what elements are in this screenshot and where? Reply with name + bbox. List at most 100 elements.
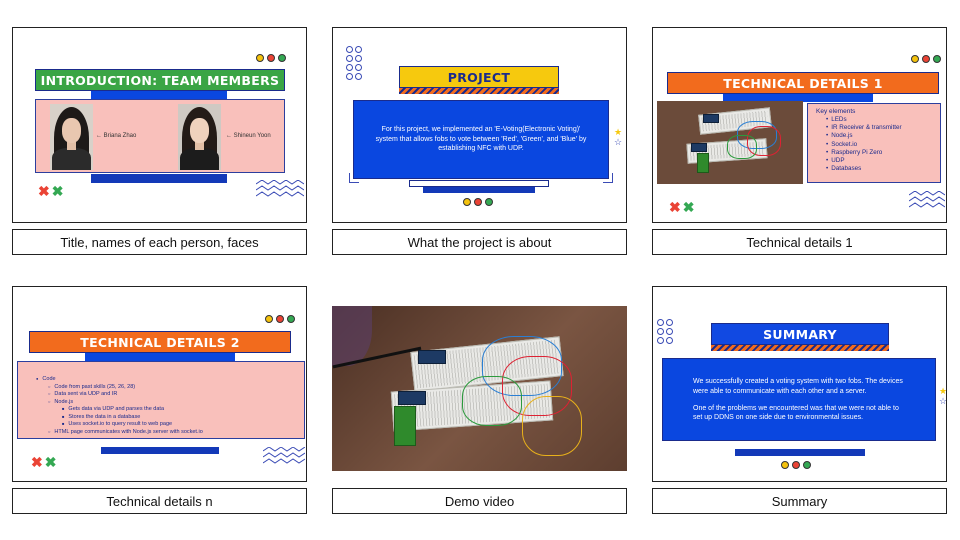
star-icon: ★ (939, 386, 947, 396)
project-text: For this project, we implemented an 'E-V… (375, 125, 587, 153)
floor-shadow (332, 306, 372, 366)
zigzag-decoration (909, 191, 945, 208)
bracket-decoration (603, 173, 613, 183)
slide-thumbnail-tech2[interactable]: TECHNICAL DETAILS 2 Code Code from past … (12, 286, 307, 482)
code-panel: Code Code from past skills (25, 26, 28) … (17, 361, 305, 439)
box-footer-bar (423, 187, 535, 193)
yellow-dot (911, 55, 919, 63)
star-icon: ★ (614, 127, 623, 137)
traffic-dots (256, 54, 286, 62)
code-list: Code Code from past skills (25, 26, 28) … (18, 376, 203, 437)
list-item: Raspberry Pi Zero (826, 149, 932, 157)
yellow-dot (256, 54, 264, 62)
slide-thumbnail-tech1[interactable]: TECHNICAL DETAILS 1 Key elements LEDs IR… (652, 27, 947, 223)
x-icon: ✖ (51, 183, 64, 199)
bracket-decoration (349, 173, 359, 183)
members-panel: ← Briana Zhao ← Shineun Yoon (35, 99, 285, 173)
slide-thumbnail-demo[interactable] (332, 306, 627, 471)
banner-stripe (711, 345, 889, 351)
box-footer-bar (735, 449, 865, 456)
list-item: Socket.io (826, 141, 932, 149)
red-dot (792, 461, 800, 469)
slide-banner: TECHNICAL DETAILS 1 (667, 72, 939, 94)
star-icon: ☆ (614, 137, 623, 147)
key-elements-list: LEDs IR Receiver & transmitter Node.js S… (816, 116, 932, 173)
list-item: Code from past skills (25, 26, 28) (18, 384, 203, 392)
slide-thumbnail-intro[interactable]: INTRODUCTION: TEAM MEMBERS ← Briana Zhao… (12, 27, 307, 223)
x-icon: ✖ (38, 183, 50, 199)
circles-decoration (346, 46, 362, 80)
green-dot (933, 55, 941, 63)
banner-underbar (91, 91, 227, 99)
circuit-photo (657, 101, 803, 184)
circles-decoration (657, 319, 673, 344)
slide-caption: Technical details n (12, 488, 307, 514)
x-icon: ✖ (669, 199, 681, 215)
list-item: HTML page communicates with Node.js serv… (18, 429, 202, 437)
yellow-dot (265, 315, 273, 323)
traffic-dots (911, 55, 941, 63)
box-footer-bar (409, 180, 549, 187)
x-icons: ✖✖ (38, 184, 63, 198)
member-photo (178, 104, 221, 170)
slide-caption: What the project is about (332, 229, 627, 255)
x-icons: ✖✖ (669, 200, 694, 214)
yellow-dot (463, 198, 471, 206)
list-item: Node.js (826, 132, 932, 140)
list-item: Data sent via UDP and IR (18, 391, 203, 399)
banner-underbar (85, 353, 235, 361)
green-dot (278, 54, 286, 62)
yellow-dot (781, 461, 789, 469)
list-item: Uses socket.io to query result to web pa… (18, 421, 203, 429)
traffic-dots (781, 461, 811, 469)
list-item: Stores the data in a database (18, 414, 203, 422)
list-item: Databases (826, 165, 932, 173)
green-dot (287, 315, 295, 323)
slide-thumbnail-summary[interactable]: SUMMARY We successfully created a voting… (652, 286, 947, 482)
slide-caption: Technical details 1 (652, 229, 947, 255)
traffic-dots (463, 198, 493, 206)
slide-caption: Demo video (332, 488, 627, 514)
zigzag-decoration (263, 447, 305, 464)
slide-banner: INTRODUCTION: TEAM MEMBERS (35, 69, 285, 91)
list-item: IR Receiver & transmitter (826, 124, 932, 132)
panel-footer-bar (101, 447, 219, 454)
member-photo (50, 104, 93, 170)
summary-paragraph: We successfully created a voting system … (693, 378, 903, 395)
list-item: LEDs (826, 116, 932, 124)
zigzag-decoration (256, 180, 304, 197)
slide-caption: Title, names of each person, faces (12, 229, 307, 255)
green-dot (485, 198, 493, 206)
list-item: UDP (826, 157, 932, 165)
traffic-dots (265, 315, 295, 323)
red-dot (276, 315, 284, 323)
summary-box: We successfully created a voting system … (662, 358, 936, 441)
key-elements-heading: Key elements (816, 108, 856, 115)
slide-thumbnail-project[interactable]: PROJECT For this project, we implemented… (332, 27, 627, 223)
summary-paragraph: One of the problems we encountered was t… (693, 404, 899, 422)
list-item: Node.js (18, 399, 203, 407)
x-icons: ✖✖ (31, 455, 56, 469)
list-item: Gets data via UDP and parses the data (18, 406, 203, 414)
red-dot (267, 54, 275, 62)
green-dot (803, 461, 811, 469)
slide-banner: TECHNICAL DETAILS 2 (29, 331, 291, 353)
banner-stripe (399, 88, 559, 94)
list-item: Code (18, 376, 203, 384)
banner-underbar (723, 94, 873, 102)
demo-video-frame[interactable] (332, 306, 627, 471)
slide-banner: PROJECT (399, 66, 559, 88)
x-icon: ✖ (682, 199, 695, 215)
project-description: For this project, we implemented an 'E-V… (353, 100, 609, 179)
red-dot (922, 55, 930, 63)
x-icon: ✖ (44, 454, 57, 470)
slide-banner: SUMMARY (711, 323, 889, 345)
slide-caption: Summary (652, 488, 947, 514)
x-icon: ✖ (31, 454, 43, 470)
member-name: ← Shineun Yoon (226, 133, 271, 139)
red-dot (474, 198, 482, 206)
key-elements-panel: Key elements LEDs IR Receiver & transmit… (807, 103, 941, 183)
member-name: ← Briana Zhao (96, 133, 137, 139)
star-icon: ☆ (939, 396, 947, 406)
panel-footer-bar (91, 174, 227, 183)
